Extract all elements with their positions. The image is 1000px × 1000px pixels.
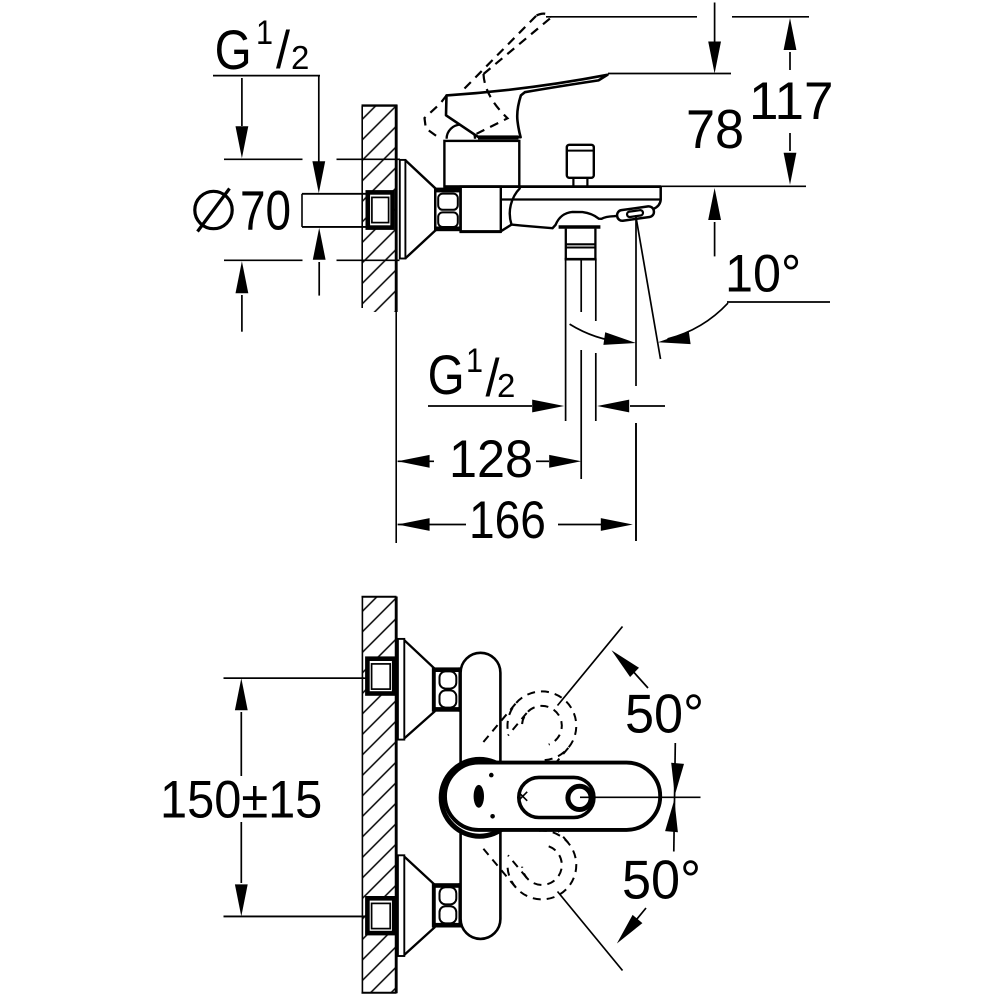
svg-text:10°: 10° (725, 243, 801, 302)
svg-text:/: / (276, 20, 291, 79)
svg-text:2: 2 (291, 39, 309, 76)
svg-text:166: 166 (469, 490, 546, 550)
svg-text:128: 128 (449, 429, 533, 488)
svg-text:150±15: 150±15 (160, 770, 322, 829)
svg-text:/: / (486, 348, 501, 407)
svg-text:50°: 50° (625, 683, 704, 745)
svg-text:70: 70 (240, 179, 291, 241)
svg-text:117: 117 (749, 72, 834, 131)
svg-text:78: 78 (686, 99, 744, 161)
svg-text:G: G (215, 19, 252, 81)
svg-text:1: 1 (256, 14, 273, 52)
svg-text:G: G (428, 344, 465, 406)
svg-text:1: 1 (466, 342, 483, 380)
svg-text:50°: 50° (622, 849, 701, 911)
svg-text:2: 2 (497, 367, 515, 404)
